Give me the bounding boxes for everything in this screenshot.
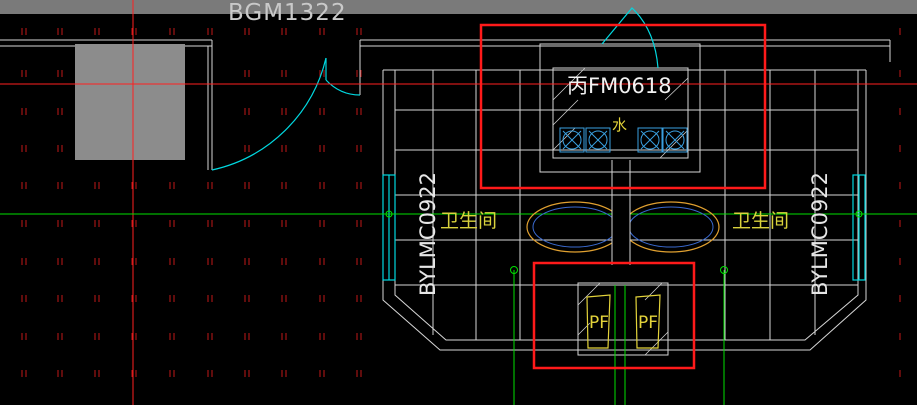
top-bar [0,0,917,14]
highlight-box-bottom[interactable] [532,261,696,370]
room-label-left: 卫生间 [440,210,498,232]
highlight-box-top[interactable] [479,23,767,190]
door-label: 丙FM0618 [567,74,672,98]
gray-block [75,44,185,160]
selection-boxes[interactable] [479,23,767,370]
pf-label-1: PF [589,313,610,333]
fixture-x-icon [559,127,688,153]
shaft-label: 水 [612,116,628,134]
node-circle-icon [385,210,863,274]
axis-line [0,213,917,405]
window-label-left: BYLMC0922 [416,171,440,296]
door-swings [211,7,866,281]
pf-boxes [586,294,661,349]
grid-marks [21,28,901,377]
window-label-right: BYLMC0922 [808,171,832,296]
bathtub-icon [526,195,720,260]
room-label-right: 卫生间 [732,210,790,232]
drawing-title: BGM1322 [228,0,347,26]
pf-label-2: PF [638,313,659,333]
